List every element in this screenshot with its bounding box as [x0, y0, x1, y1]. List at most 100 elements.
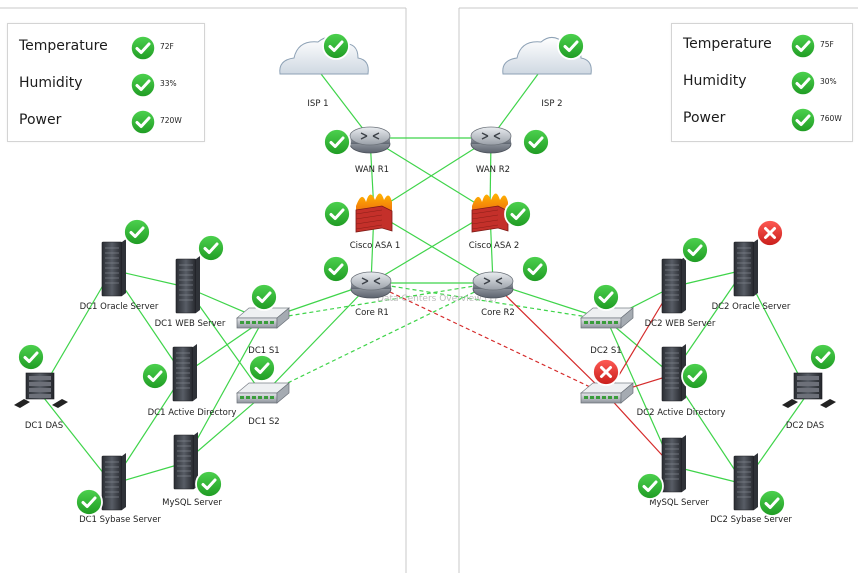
env-row-temperature: Temperature 75F	[672, 30, 852, 60]
link-corer1-dc2s2	[370, 282, 608, 396]
link-dc1oracle-dc1das	[39, 269, 113, 394]
router-icon	[349, 126, 391, 154]
env-label-humidity: Humidity	[19, 75, 83, 91]
node-dc2web[interactable]: DC2 WEB Server	[645, 236, 716, 329]
node-label: MySQL Server	[649, 498, 709, 508]
link-dc2s1-dc2mysql	[606, 319, 673, 467]
node-dc1sybase[interactable]: DC1 Sybase Server	[75, 453, 161, 525]
check-icon	[248, 354, 276, 382]
node-label: DC2 Active Directory	[637, 408, 726, 418]
node-dc1s2[interactable]: DC1 S2	[236, 354, 290, 427]
node-isp2[interactable]: ISP 2	[502, 32, 592, 109]
node-dc1mysql[interactable]: MySQL Server	[162, 432, 223, 508]
node-corer2[interactable]: Core R2	[472, 255, 549, 318]
env-value-temperature: 75F	[820, 40, 834, 49]
node-isp1[interactable]: ISP 1	[279, 32, 369, 109]
node-label: DC2 S1	[590, 346, 621, 356]
node-asa2[interactable]: Cisco ASA 2	[469, 193, 532, 252]
node-dc2ad[interactable]: DC2 Active Directory	[637, 344, 726, 418]
node-dc2mysql[interactable]: MySQL Server	[636, 435, 709, 508]
link-isp2-wanr2	[490, 69, 542, 139]
check-icon	[790, 70, 816, 96]
link-corer1-dc1s2	[262, 282, 372, 396]
env-row-humidity: Humidity 30%	[672, 67, 852, 97]
node-dc1s1[interactable]: DC1 S1	[236, 283, 290, 356]
node-label: DC1 S1	[248, 346, 279, 356]
env-row-power: Power 760W	[672, 104, 852, 134]
error-icon	[756, 219, 784, 247]
check-icon	[809, 343, 837, 371]
error-icon	[592, 358, 620, 386]
router-icon	[350, 271, 392, 299]
check-icon	[250, 283, 278, 311]
env-label-temperature: Temperature	[19, 38, 108, 54]
node-label: DC1 Oracle Server	[80, 302, 159, 312]
node-label: DC1 Sybase Server	[79, 515, 161, 525]
node-label: DC1 S2	[248, 417, 279, 427]
check-icon	[636, 472, 664, 500]
node-asa1[interactable]: Cisco ASA 1	[323, 193, 401, 252]
node-label: Cisco ASA 2	[469, 241, 520, 251]
server-icon	[733, 453, 758, 511]
node-label: ISP 2	[541, 99, 562, 109]
check-icon	[681, 362, 709, 390]
check-icon	[504, 200, 532, 228]
check-icon	[592, 283, 620, 311]
env-label-temperature: Temperature	[683, 36, 772, 52]
env-row-temperature: Temperature 72F	[8, 32, 204, 62]
env-value-humidity: 30%	[820, 77, 837, 86]
env-value-power: 760W	[820, 114, 842, 123]
node-label: WAN R2	[476, 165, 510, 175]
node-dc1das[interactable]: DC1 DAS	[14, 343, 68, 431]
link-isp1-wanr1	[317, 69, 371, 139]
link-wanr1-asa2	[369, 137, 491, 213]
check-icon	[323, 200, 351, 228]
env-label-power: Power	[19, 112, 62, 128]
check-icon	[557, 32, 585, 60]
node-wanr2[interactable]: WAN R2	[470, 126, 550, 175]
node-dc2oracle[interactable]: DC2 Oracle Server	[712, 219, 791, 312]
check-icon	[522, 128, 550, 156]
node-label: DC2 Oracle Server	[712, 302, 791, 312]
node-corer1[interactable]: Core R1	[322, 255, 392, 318]
router-icon	[472, 271, 514, 299]
node-label: MySQL Server	[162, 498, 222, 508]
env-label-humidity: Humidity	[683, 73, 747, 89]
server-icon	[101, 239, 126, 297]
node-label: Core R2	[481, 308, 515, 318]
node-dc1ad[interactable]: DC1 Active Directory	[141, 344, 237, 418]
node-label: DC1 Active Directory	[148, 408, 237, 418]
node-label: DC2 Sybase Server	[710, 515, 792, 525]
check-icon	[130, 72, 156, 98]
server-icon	[101, 453, 126, 511]
switch-icon	[580, 307, 634, 329]
node-dc2sybase[interactable]: DC2 Sybase Server	[710, 453, 792, 525]
env-row-power: Power 720W	[8, 106, 204, 136]
server-icon	[733, 239, 758, 297]
right-environment-panel: Temperature 75F Humidity 30% Power 760W	[671, 23, 853, 142]
check-icon	[322, 32, 350, 60]
node-dc1web[interactable]: DC1 WEB Server	[155, 234, 226, 329]
node-wanr1[interactable]: WAN R1	[323, 126, 391, 175]
env-value-humidity: 33%	[160, 79, 177, 88]
link-corer2-dc2s2	[492, 282, 608, 396]
node-dc2s2[interactable]	[580, 358, 634, 404]
check-icon	[123, 218, 151, 246]
check-icon	[790, 107, 816, 133]
node-dc2s1[interactable]: DC2 S1	[580, 283, 634, 356]
check-icon	[17, 343, 45, 371]
link-asa2-corer1	[370, 211, 491, 284]
check-icon	[758, 489, 786, 517]
link-dc2s2-dc2mysql	[606, 394, 673, 467]
node-label: WAN R1	[355, 165, 389, 175]
check-icon	[197, 234, 225, 262]
node-dc1oracle[interactable]: DC1 Oracle Server	[80, 218, 159, 312]
link-corer2-dc1s2	[262, 282, 494, 396]
node-dc2das[interactable]: DC2 DAS	[782, 343, 837, 431]
node-label: Cisco ASA 1	[350, 241, 401, 251]
router-icon	[470, 126, 512, 154]
node-label: ISP 1	[307, 99, 328, 109]
node-label: DC1 DAS	[25, 421, 63, 431]
nodes-layer: ISP 1 ISP 2 WAN R1 WAN R2 Cisco ASA 1 Cisco A…	[14, 32, 837, 525]
